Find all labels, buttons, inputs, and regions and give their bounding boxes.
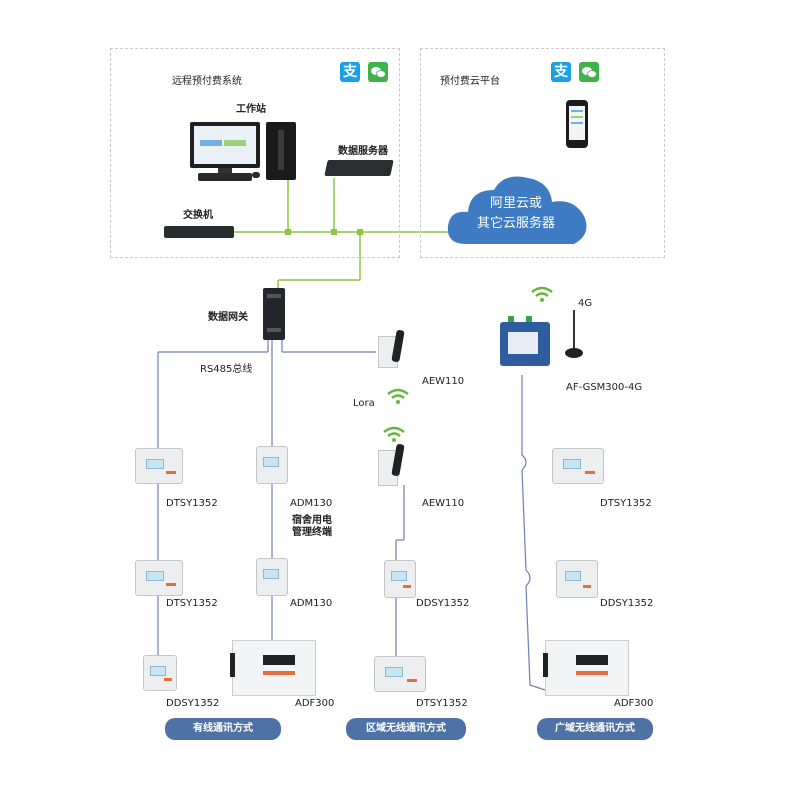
adm130-terminal-icon <box>256 446 288 484</box>
ddsy1352-meter-icon <box>384 560 416 598</box>
adm130-terminal-icon <box>256 558 288 596</box>
wifi-icon <box>380 424 408 446</box>
left-system-title: 远程预付费系统 <box>172 76 242 87</box>
alipay-icon: 支 <box>551 62 571 82</box>
device-label: DTSY1352 <box>166 598 218 609</box>
monitor-stand <box>218 168 232 174</box>
device-label: DDSY1352 <box>416 598 470 609</box>
pc-tower-icon <box>266 122 296 180</box>
device-label: DDSY1352 <box>600 598 654 609</box>
wired-communication-pill: 有线通讯方式 <box>165 718 281 740</box>
device-label: ADF300 <box>614 698 654 709</box>
dtsy1352-meter-icon <box>135 560 183 596</box>
device-label: ADF300 <box>295 698 335 709</box>
server-label: 数据服务器 <box>338 146 388 157</box>
device-label: DDSY1352 <box>166 698 220 709</box>
device-label: DTSY1352 <box>600 498 652 509</box>
wechat-icon <box>368 62 388 82</box>
cloud-icon: 阿里云或 其它云服务器 <box>446 168 592 248</box>
wide-area-wireless-pill: 广域无线通讯方式 <box>537 718 653 740</box>
lora-label: Lora <box>353 398 375 409</box>
regional-wireless-pill: 区域无线通讯方式 <box>346 718 466 740</box>
switch-label: 交换机 <box>183 210 213 221</box>
device-label: DTSY1352 <box>416 698 468 709</box>
cloud-line-2: 其它云服务器 <box>476 216 555 231</box>
adf300-panel-icon <box>230 640 316 696</box>
monitor-icon <box>190 122 260 168</box>
device-label: ADM130 <box>290 498 333 509</box>
device-label: ADM130 <box>290 598 333 609</box>
workstation-label: 工作站 <box>236 104 266 115</box>
dtsy1352-meter-icon <box>135 448 183 484</box>
device-label: AEW110 <box>422 498 465 509</box>
dtsy1352-meter-icon <box>374 656 426 692</box>
switch-icon <box>164 226 234 238</box>
cloud-line-1: 阿里云或 <box>489 196 542 211</box>
gsm-gateway-icon <box>500 316 550 366</box>
wifi-icon <box>528 284 556 306</box>
wifi-icon <box>384 386 412 408</box>
adm-subtitle-1: 宿舍用电 <box>292 515 332 526</box>
prepaid-cloud-platform-box <box>420 48 665 258</box>
smartphone-icon <box>566 100 588 148</box>
remote-prepaid-system-box <box>110 48 400 258</box>
data-gateway-icon <box>263 288 285 340</box>
antenna-base <box>565 348 583 358</box>
adf300-panel-icon <box>543 640 629 696</box>
rs485-bus-label: RS485总线 <box>200 364 253 375</box>
ddsy1352-meter-icon <box>556 560 598 598</box>
right-system-title: 预付费云平台 <box>440 76 500 87</box>
gateway-label: 数据网关 <box>208 312 248 323</box>
device-label: DTSY1352 <box>166 498 218 509</box>
mouse-icon <box>252 172 260 178</box>
aew110-device-icon <box>378 440 405 486</box>
gsm-label: AF-GSM300-4G <box>566 382 643 393</box>
dtsy1352-meter-icon <box>552 448 604 484</box>
ddsy1352-meter-icon <box>143 655 177 691</box>
keyboard-icon <box>198 173 252 181</box>
4g-antenna-label: 4G <box>578 298 593 309</box>
antenna-icon <box>573 310 575 350</box>
aew110-device-icon <box>378 329 405 368</box>
adm-subtitle-2: 管理终端 <box>292 527 332 538</box>
aew110-top-label: AEW110 <box>422 376 465 387</box>
alipay-icon: 支 <box>340 62 360 82</box>
server-icon <box>324 160 394 176</box>
wechat-icon <box>579 62 599 82</box>
